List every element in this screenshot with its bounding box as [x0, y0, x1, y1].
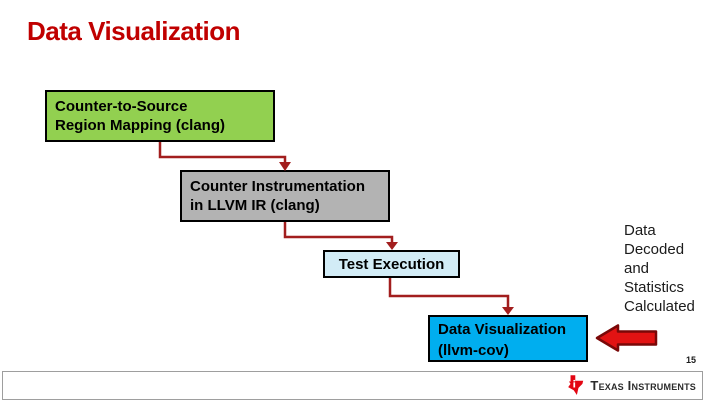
connector-1-arrow	[158, 142, 291, 171]
ti-texas-logo-icon	[568, 375, 584, 395]
brand-name: Texas Instruments	[590, 378, 696, 393]
connector-3-arrow	[388, 278, 514, 315]
page-number: 15	[686, 355, 697, 365]
annotation-data-decoded: Data Decoded and Statistics Calculated	[624, 222, 695, 315]
slide-title: Data Visualization	[27, 16, 241, 46]
flow-box-counter-instrumentation: Counter Instrumentation in LLVM IR (clan…	[180, 170, 390, 222]
flow-box-test-execution: Test Execution	[323, 250, 460, 278]
flow-box-counter-to-source: Counter-to-Source Region Mapping (clang)	[45, 90, 275, 142]
arrowhead-down-icon	[502, 307, 514, 315]
footer-bar: Texas Instruments	[2, 371, 703, 400]
connector-2-arrow	[283, 222, 398, 250]
left-block-arrow-icon	[595, 324, 658, 352]
brand-lockup: Texas Instruments	[565, 372, 696, 399]
arrowhead-down-icon	[386, 242, 398, 250]
flow-box-data-visualization: Data Visualization (llvm-cov)	[428, 315, 588, 362]
